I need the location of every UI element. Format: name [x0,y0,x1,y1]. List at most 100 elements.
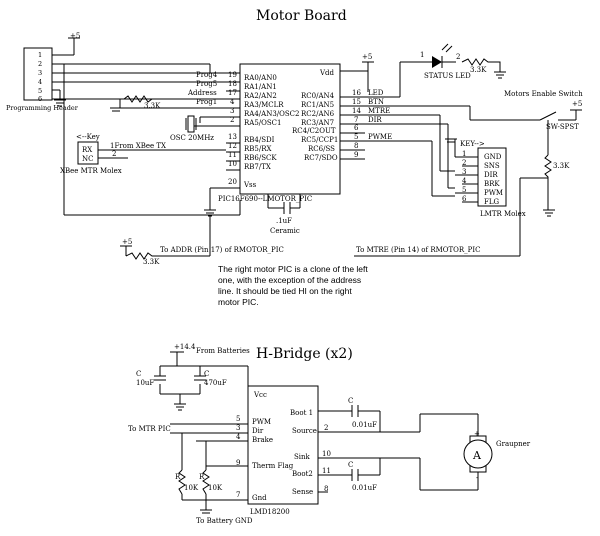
pic-pin-ra4: RA4/AN3/OSC2 [244,110,299,118]
pic-num-3: 3 [230,107,234,115]
status-led-label: STATUS LED [424,72,471,80]
plus5-rmotor: +5 [122,238,132,246]
sig-btn: BTN [368,98,384,106]
hb-num-2: 2 [324,424,328,432]
xbee-rx: RX [82,146,92,154]
pic-num-16: 16 [352,89,361,97]
lmtr-gnd: GND [484,153,502,161]
motor-minus: - [476,474,479,482]
pic-pin-ra5: RA5/OSC1 [244,119,281,127]
sig-dir: DIR [368,116,382,124]
pic-pin-ra2: RA2/AN2 [244,92,277,100]
graupner-label: Graupner [496,440,531,448]
motors-enable-label: Motors Enable Switch [504,90,583,98]
hb-num-5: 5 [236,415,240,423]
hb-dir: Dir [252,427,264,435]
pic-num-7: 7 [354,116,358,124]
pic-num-11: 11 [228,151,237,159]
lmtr-molex-body [477,147,507,207]
hb-boot1: Boot 1 [290,409,313,417]
lmtr-num-1: 1 [462,150,466,158]
ceramic-cap [283,202,291,214]
sig-pwme: PWME [368,133,392,141]
hb-sense: Sense [292,488,313,496]
xbee-num-2: 2 [112,150,116,158]
r-rmotor-label: 3.3K [143,258,160,266]
c4-label: C [348,461,353,469]
note-line-4: motor PIC. [218,297,259,307]
motor-a: A [472,449,482,462]
r-led-label: 3.3K [470,66,487,74]
pic-pin-rc7: RC7/SDO [304,154,338,162]
xbee-molex-label: XBee MTR Molex [60,167,122,175]
pic-pin-rc2: RC2/AN6 [301,110,335,118]
resistor-led [461,58,501,72]
to-addr-label: To ADDR (Pin 17) of RMOTOR_PIC [160,246,284,254]
plus5-header: +5 [70,32,80,40]
hb-num-8: 8 [324,485,328,493]
plus14-label: +14.4 [174,343,196,351]
pic-num-17: 17 [228,89,237,97]
pic-num-10: 10 [228,160,237,168]
sig-prog5: Prog5 [196,80,217,88]
sw-label: SW-SPST [546,123,579,131]
pic-num-4: 4 [230,98,235,106]
lmtr-num-4: 4 [462,177,467,185]
sig-prog4: Prog4 [196,71,218,79]
motor-plus: + [474,430,480,438]
motor: A + - [463,430,493,482]
resistor-rmotor [125,252,160,260]
ph-pin-4: 4 [38,78,42,86]
from-batteries-label: From Batteries [196,347,250,355]
cap-type: Ceramic [270,227,300,235]
pic-num-13: 13 [228,133,237,141]
hb-num-9: 9 [236,459,240,467]
hb-source: Source [292,427,317,435]
sig-led: LED [368,89,384,97]
resistor-address [123,95,160,103]
pic-num-14: 14 [352,107,361,115]
pic-pin-rc3: RC3/AN7 [301,119,334,127]
crystal-osc [185,115,197,133]
programming-header: 1 2 3 4 5 6 Programming Header [6,47,79,112]
pic-pin-rb7: RB7/TX [244,163,271,171]
motors-enable-switch [470,109,582,155]
note-line-2: one, with the exception of the address [218,275,361,285]
c4-value: 0.01uF [352,484,377,492]
hb-sink: Sink [294,453,311,461]
lmtr-num-2: 2 [462,159,466,167]
hb-power-wires [154,351,249,411]
pic-part-label: PIC16F690--LMOTOR_PIC [218,195,312,203]
pic-pin-ra1: RA1/AN1 [244,83,277,91]
note-line-3: line. It should be tied HI on the right [218,286,352,296]
resistor-10k-1 [178,469,186,495]
pic-pin-vdd: Vdd [319,69,335,77]
programming-header-body [23,47,53,101]
resistor-switch-pulldown [544,154,552,210]
pic-num-18: 18 [228,80,237,88]
lmtr-brk: BRK [484,180,500,188]
hb-num-10: 10 [322,450,331,458]
hb-left-pins: Vcc PWM 5 Dir 3 Brake 4 Therm Flag 9 Gnd… [236,391,294,502]
hb-therm: Therm Flag [252,462,294,470]
ph-pin-6: 6 [38,95,42,103]
r2-value: 10K [208,484,223,492]
pic-pin-vss: Vss [243,181,257,189]
clone-note: The right motor PIC is a clone of the le… [218,264,368,307]
hb-boot2: Boot2 [292,470,313,478]
lmtr-pins: GND SNS DIR BRK PWM FLG 1 2 3 4 5 6 [462,150,503,206]
r-switch-label: 3.3K [553,162,570,170]
r1-label: R [175,473,181,481]
pic-wires [98,61,471,210]
lmtr-key: KEY--> [460,140,485,148]
pic-num-15: 15 [352,98,361,106]
plus5-switch: +5 [572,100,582,108]
r1-value: 10K [184,484,199,492]
xbee-molex-body [77,141,99,165]
ph-pin-3: 3 [38,69,42,77]
osc-label: OSC 20MHz [170,134,214,142]
c1-label: C [136,370,141,378]
lmtr-flg: FLG [484,198,500,206]
sig-address: Address [187,89,217,97]
